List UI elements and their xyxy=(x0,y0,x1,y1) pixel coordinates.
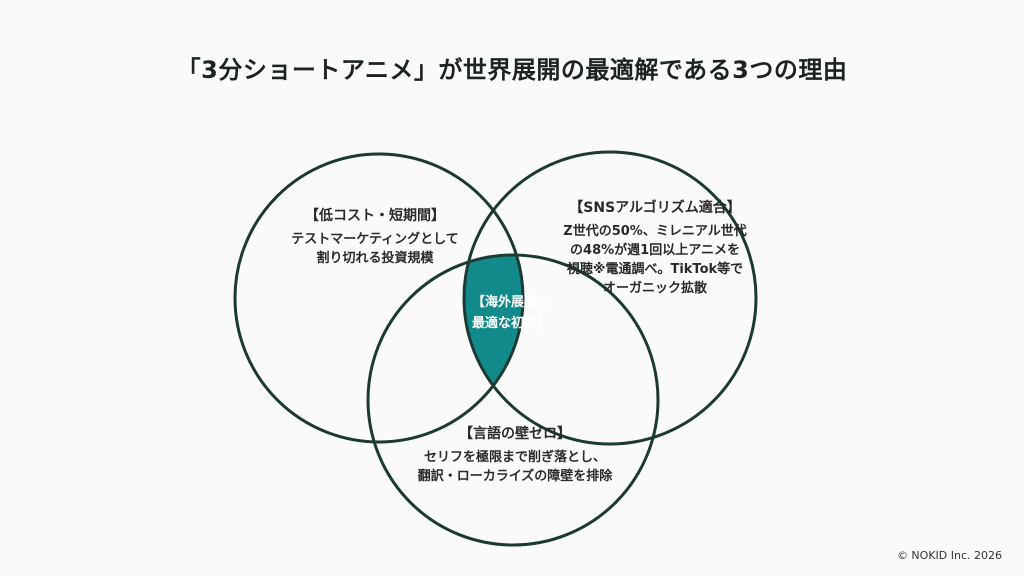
bottom-circle-label: 【言語の壁ゼロ】 セリフを極限まで削ぎ落とし、 翻訳・ローカライズの障壁を排除 xyxy=(400,425,630,486)
right-line: Z世代の50%、ミレニアル世代 xyxy=(563,224,747,239)
right-line: 視聴※電通調べ。TikTok等で xyxy=(566,262,744,277)
right-line: オーガニック拡散 xyxy=(602,281,707,296)
left-circle-label: 【低コスト・短期間】 テストマーケティングとして 割り切れる投資規模 xyxy=(270,207,480,268)
center-line: 【海外展開の xyxy=(471,295,550,310)
bottom-heading: 【言語の壁ゼロ】 xyxy=(459,426,571,442)
circle-left xyxy=(233,152,525,444)
left-line: テストマーケティングとして xyxy=(291,232,459,247)
right-heading: 【SNSアルゴリズム適合】 xyxy=(569,200,741,216)
center-line: 最適な初手】 xyxy=(471,316,550,331)
circle-bottom xyxy=(366,253,660,547)
bottom-line: セリフを極限まで削ぎ落とし、 xyxy=(423,450,606,465)
circle-right xyxy=(462,150,758,446)
copyright: © NOKID Inc. 2026 xyxy=(896,549,1002,562)
left-heading: 【低コスト・短期間】 xyxy=(305,208,445,224)
slide-title: 「3分ショートアニメ」が世界展開の最適解である3つの理由 xyxy=(176,56,848,84)
bottom-line: 翻訳・ローカライズの障壁を排除 xyxy=(417,469,613,484)
right-circle-label: 【SNSアルゴリズム適合】 Z世代の50%、ミレニアル世代 の48%が週1回以上… xyxy=(555,199,755,298)
left-line: 割り切れる投資規模 xyxy=(316,251,434,266)
right-line: の48%が週1回以上アニメを xyxy=(570,243,740,258)
center-label: 【海外展開の 最適な初手】 xyxy=(455,292,567,334)
